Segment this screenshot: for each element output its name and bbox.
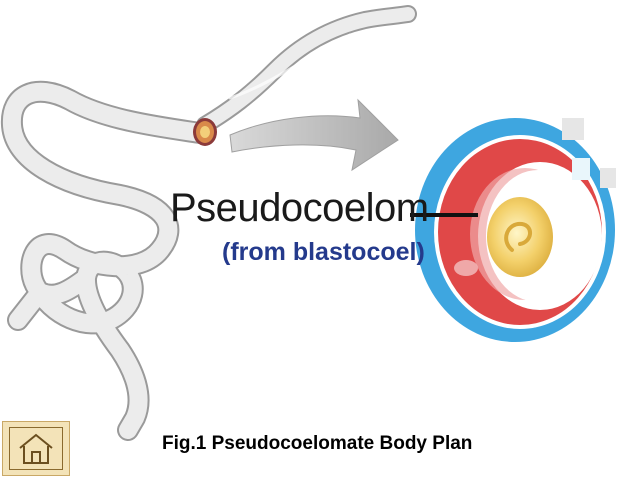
home-button[interactable] <box>2 421 70 476</box>
worm-cut-section <box>193 118 217 146</box>
cross-section <box>415 118 616 342</box>
worm-body <box>0 5 417 441</box>
arrow-icon <box>229 98 399 172</box>
pseudocoelom-label: Pseudocoelom <box>170 186 429 230</box>
figure-caption: Fig.1 Pseudocoelomate Body Plan <box>162 433 473 454</box>
blastocoel-label: (from blastocoel) <box>222 238 425 266</box>
home-button-frame <box>9 427 63 470</box>
home-icon <box>19 433 53 464</box>
